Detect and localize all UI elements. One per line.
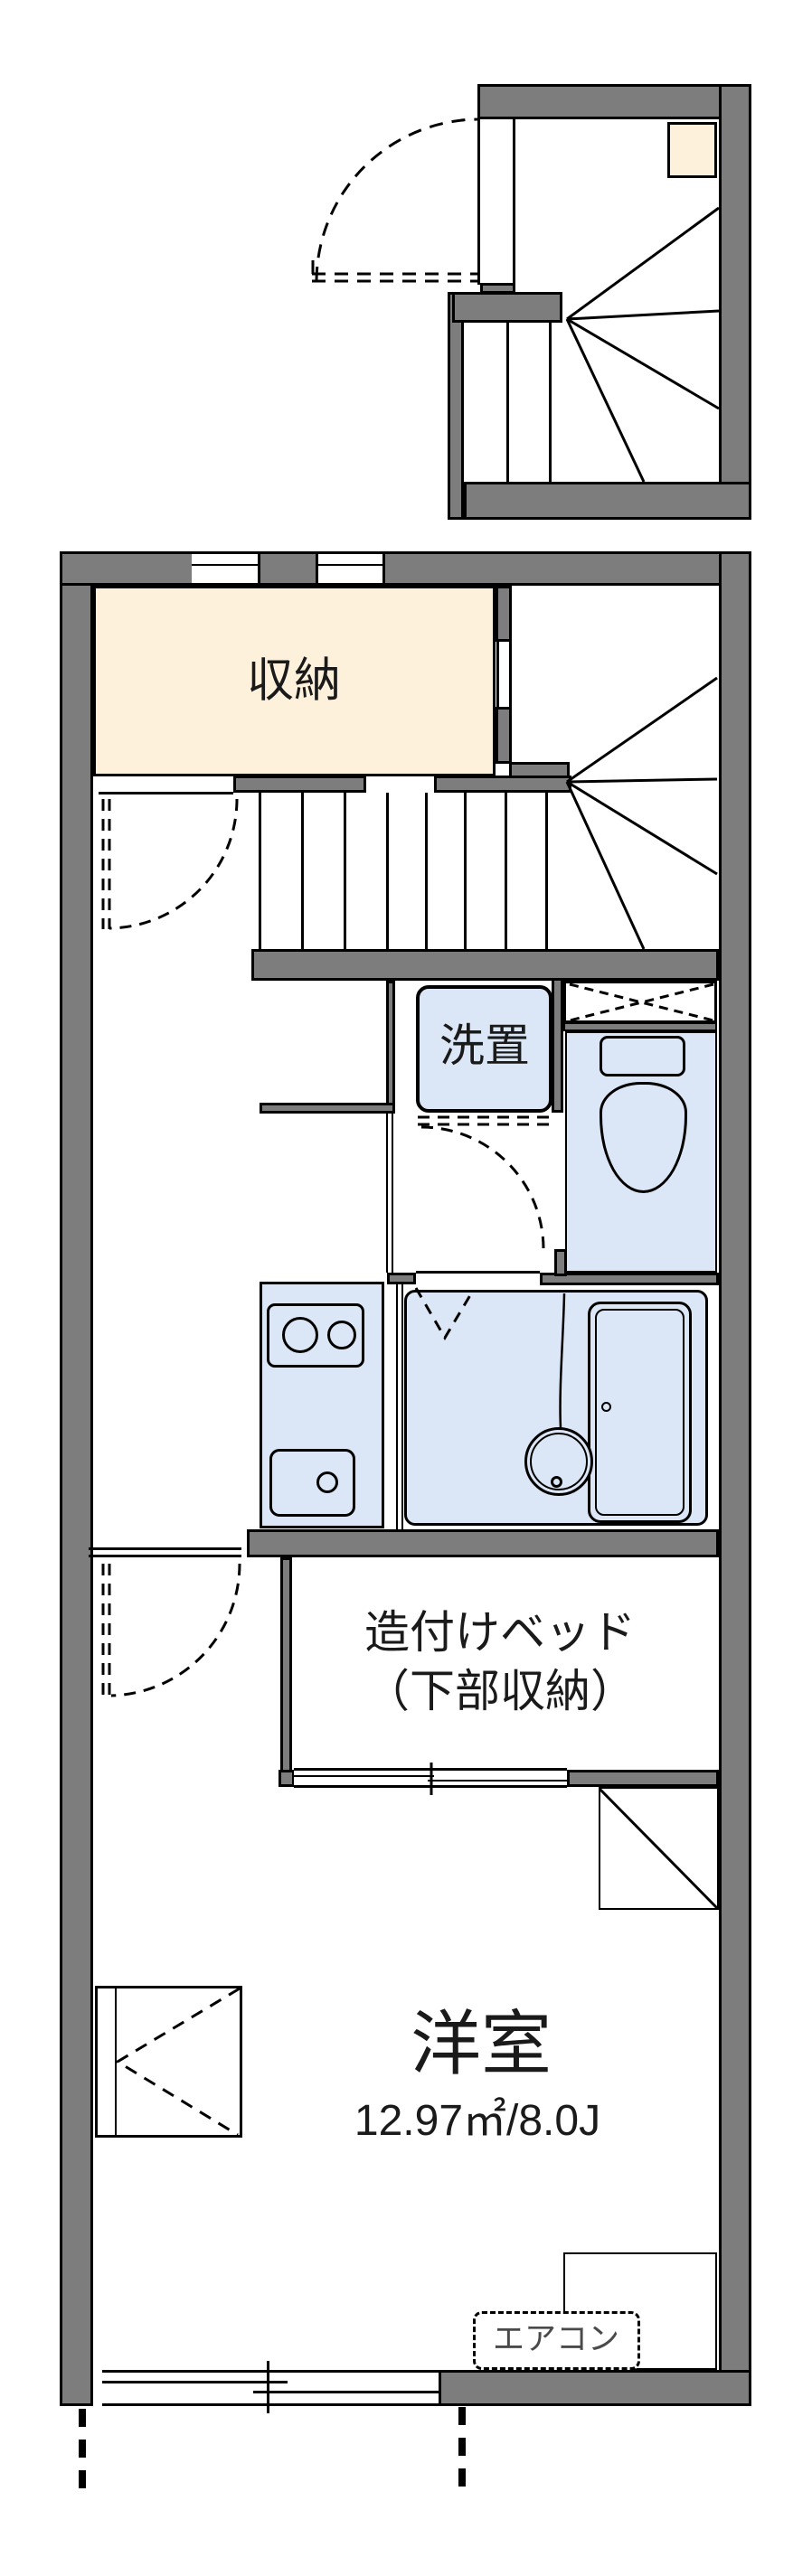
bed-label-line2: （下部収納） <box>364 1665 636 1716</box>
entry-door-swing <box>311 118 479 283</box>
stair-tread-1 <box>259 793 261 949</box>
entry-storage-nook <box>667 122 717 178</box>
bath-left-part-l <box>396 1284 398 1529</box>
hall-door-swing <box>101 798 239 930</box>
washroom-door-swing <box>418 1115 552 1250</box>
main-wall-bottom <box>439 2370 751 2406</box>
bathtub <box>588 1302 692 1523</box>
main-wall-left <box>60 551 93 2406</box>
main-wall-top-b <box>258 551 318 586</box>
main-wall-right <box>719 551 751 2406</box>
bath-doorway-sill <box>416 1271 540 1274</box>
window-bottom-tick <box>267 2361 269 2413</box>
washroom-left-foot <box>387 1273 416 1284</box>
bed-left-wall-foot <box>279 1770 295 1787</box>
corridor-opening-line-a <box>89 1547 241 1550</box>
window-top-1-rail <box>192 564 258 566</box>
hall-opening-sill <box>99 792 233 794</box>
bed-top-wall <box>247 1529 719 1557</box>
toilet-bottom-wall <box>540 1273 719 1285</box>
stair-tread-4 <box>386 793 389 949</box>
entry-wall-bottom <box>464 482 751 520</box>
washer-box <box>416 985 552 1113</box>
bed-bottom-rail-left <box>294 1775 434 1777</box>
bedroom-door-swing <box>101 1563 241 1697</box>
stair-tread-7 <box>505 793 507 949</box>
entry-wall-step <box>480 283 515 294</box>
stair-winder-1f <box>565 676 718 950</box>
washroom-right-wall <box>552 978 563 1113</box>
boundary-dash-left <box>79 2409 86 2496</box>
bath-basin-drain <box>551 1476 562 1488</box>
main-room-label: 洋室 <box>410 2004 552 2084</box>
bath-folding-door <box>414 1287 475 1340</box>
window-top-2 <box>318 551 382 586</box>
bath-left-part-r <box>401 1284 403 1529</box>
window-bottom-rail-right <box>253 2391 439 2393</box>
storage-opening-jamb-l <box>496 642 499 707</box>
toilet-room <box>565 1031 717 1273</box>
storage-bottom-wall-a <box>233 776 366 793</box>
washroom-left-part-r <box>392 1114 393 1273</box>
stair-tread-6 <box>464 793 467 949</box>
washer-label: 洗置 <box>439 1020 530 1071</box>
closet-folding-door <box>115 1987 241 2137</box>
boundary-dash-right <box>458 2407 466 2496</box>
entry-frame-line-inner <box>513 118 515 285</box>
stair-tread-2f-b <box>549 323 552 482</box>
storage-right-wall-upper <box>496 586 512 642</box>
kitchen-top-stub-wall <box>260 1103 395 1114</box>
storage-right-wall-lower <box>496 707 512 764</box>
diagonal-square-line <box>598 1787 719 1910</box>
stair-tread-3 <box>344 793 346 949</box>
bathtub-drain <box>601 1402 611 1412</box>
stair-tread-2 <box>301 793 304 949</box>
window-top-2-rail <box>318 564 382 566</box>
entry-frame-line-outer <box>477 118 480 285</box>
window-bottom-rail-left <box>102 2381 288 2383</box>
bed-bottom-rail-right <box>428 1780 567 1782</box>
entry-wall-right <box>719 84 751 520</box>
storage-room <box>93 586 496 776</box>
bed-label-line1: 造付けベッド <box>364 1606 636 1658</box>
toilet-shelf-wall <box>563 1022 717 1031</box>
stair-tread-8 <box>545 793 548 949</box>
aircon-box <box>473 2311 640 2370</box>
kitchen-sink <box>269 1449 355 1517</box>
stair-winder-2f <box>565 206 720 483</box>
washroom-left-part-l <box>386 1114 388 1273</box>
bath-basin-inner <box>530 1433 588 1490</box>
storage-opening-jamb-r <box>509 642 512 707</box>
main-room-area-label: 12.97㎡/8.0J <box>354 2096 601 2145</box>
window-bottom <box>102 2370 439 2406</box>
entry-wall-top <box>477 84 751 119</box>
kitchen-burner-left <box>282 1317 318 1353</box>
main-wall-top-a <box>60 551 194 586</box>
bed-bottom-wall-right <box>567 1770 719 1787</box>
stair-bottom-wall <box>251 949 719 981</box>
window-top-1 <box>192 551 258 586</box>
closet-box <box>95 1986 242 2138</box>
entry-wall-chunk <box>452 292 562 323</box>
toilet-shelf-cross <box>569 982 714 1022</box>
aircon-label: エアコン <box>492 2321 620 2357</box>
bath-counter-line <box>559 1293 566 1429</box>
stair-tread-5 <box>425 793 428 949</box>
bathtub-inner <box>595 1309 685 1516</box>
kitchen-burner-right <box>327 1321 356 1349</box>
corridor-opening-line-b <box>89 1555 241 1557</box>
storage-label: 収納 <box>246 654 342 708</box>
stair-tread-2f-a <box>506 323 509 482</box>
main-wall-top-c <box>382 551 751 586</box>
toilet-bottom-wall-stub <box>554 1249 567 1276</box>
kitchen-sink-drain <box>316 1471 338 1493</box>
toilet-tank <box>600 1036 685 1076</box>
